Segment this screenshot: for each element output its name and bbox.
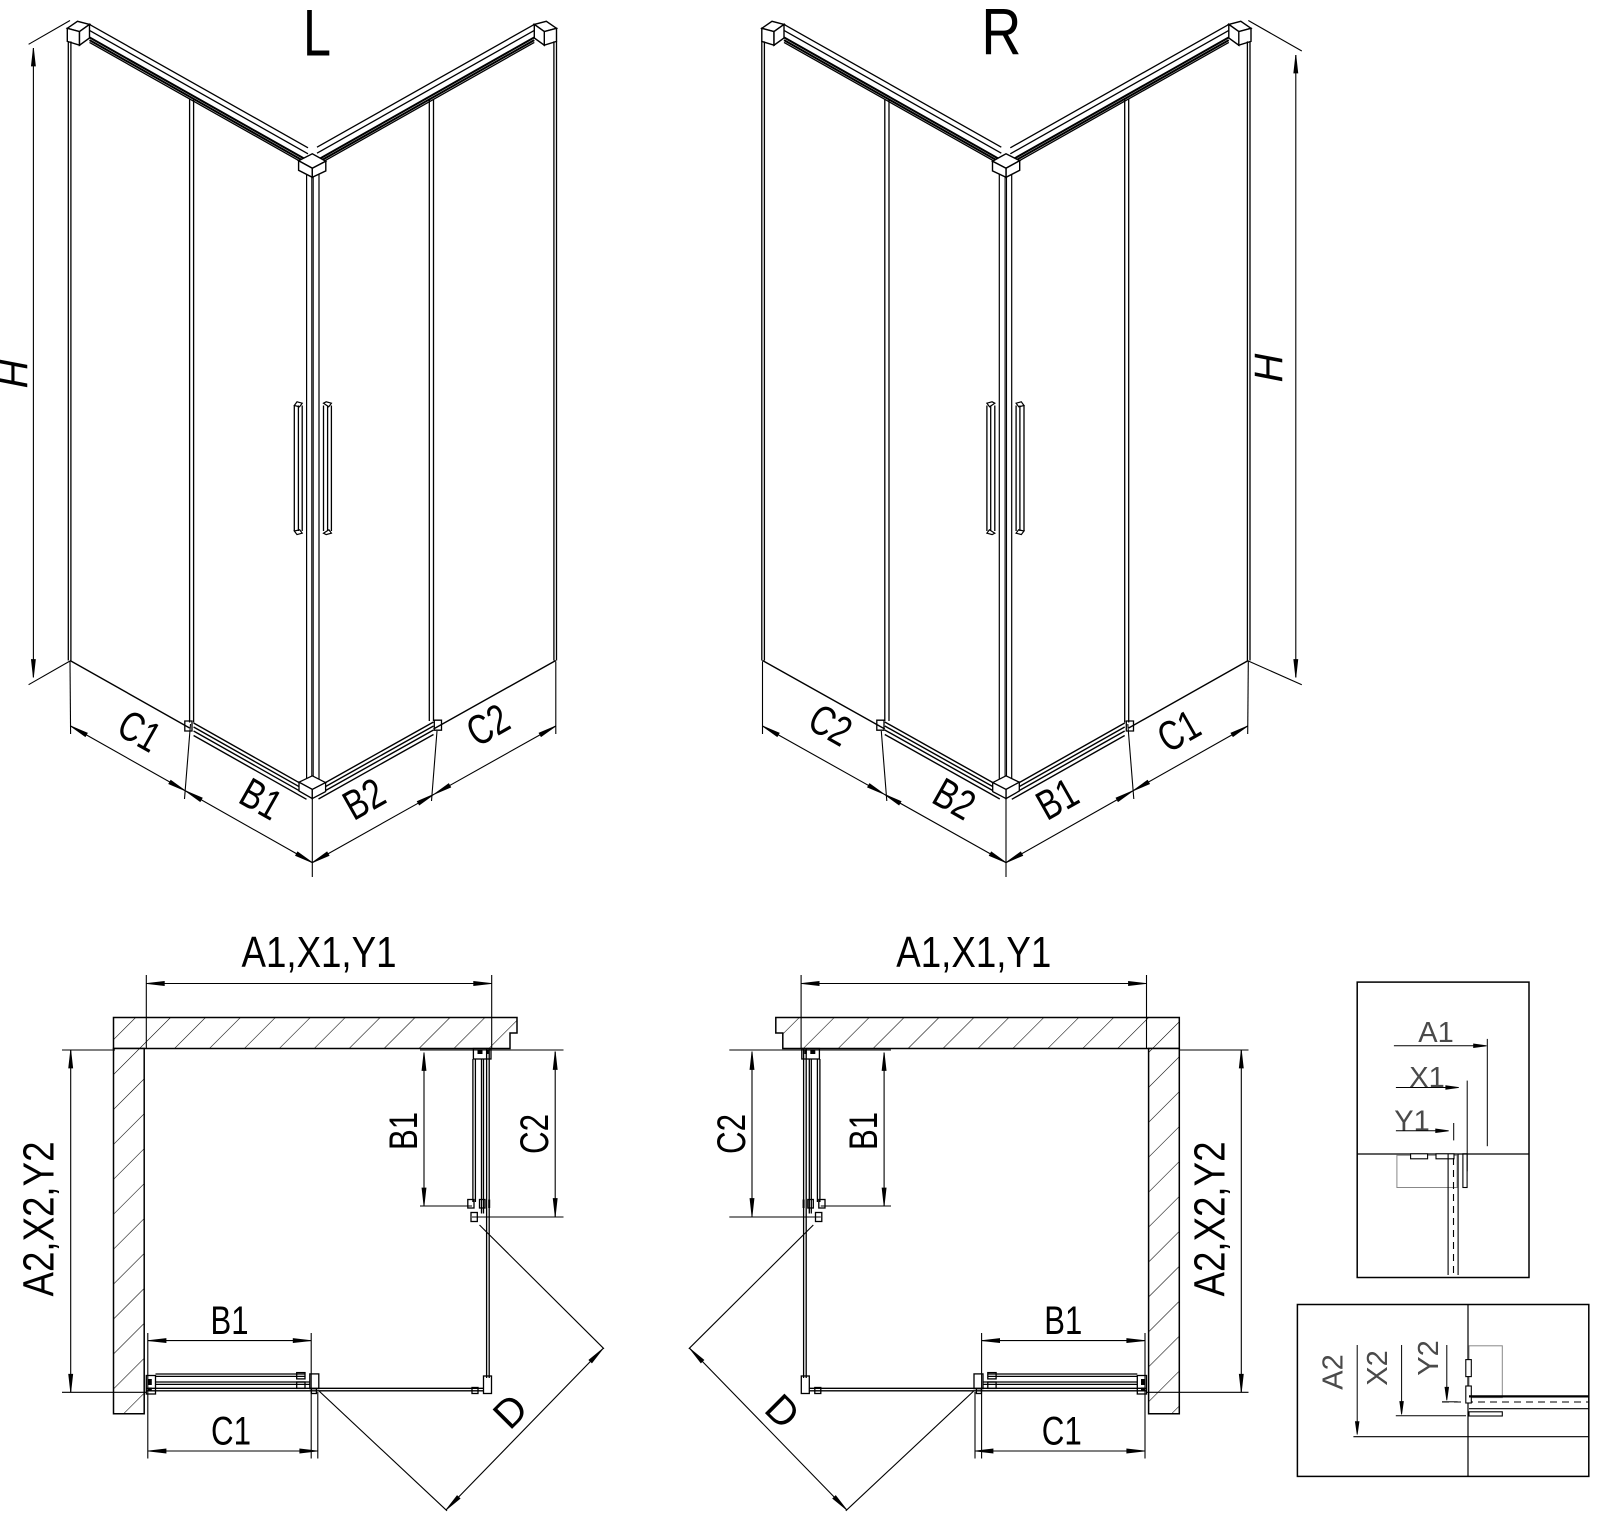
svg-text:A1,X1,Y1: A1,X1,Y1 [242, 928, 397, 977]
svg-text:L: L [303, 0, 331, 70]
svg-text:B1: B1 [1044, 1299, 1082, 1343]
svg-text:A2: A2 [1318, 1354, 1350, 1389]
svg-text:H: H [1247, 353, 1291, 382]
svg-text:C1: C1 [211, 1410, 251, 1454]
svg-text:Y1: Y1 [1394, 1106, 1429, 1138]
svg-text:B1: B1 [842, 1112, 886, 1150]
svg-text:C2: C2 [710, 1114, 754, 1154]
svg-text:H: H [0, 359, 36, 388]
svg-text:X1: X1 [1409, 1062, 1444, 1094]
svg-text:X2: X2 [1362, 1350, 1394, 1385]
svg-text:B1: B1 [382, 1112, 426, 1150]
svg-text:R: R [981, 0, 1021, 68]
svg-text:A1,X1,Y1: A1,X1,Y1 [896, 928, 1051, 977]
svg-text:C1: C1 [1042, 1410, 1082, 1454]
svg-text:B1: B1 [211, 1299, 249, 1343]
svg-text:A2,X2,Y2: A2,X2,Y2 [15, 1142, 64, 1297]
svg-text:A2,X2,Y2: A2,X2,Y2 [1186, 1142, 1235, 1297]
svg-text:Y2: Y2 [1413, 1340, 1445, 1375]
svg-text:A1: A1 [1418, 1017, 1453, 1049]
svg-text:C2: C2 [513, 1114, 557, 1154]
